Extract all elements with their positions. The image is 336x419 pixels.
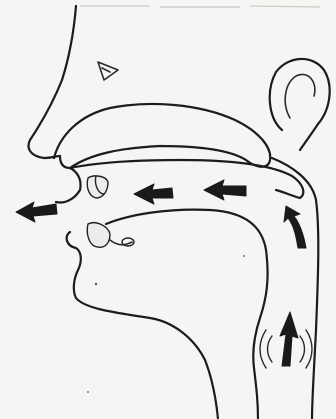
ear bbox=[270, 59, 330, 150]
left-arrow-icon bbox=[16, 202, 57, 222]
left-arrow-icon bbox=[134, 184, 173, 204]
up-arrow-icon bbox=[284, 206, 306, 248]
lower-teeth bbox=[87, 223, 134, 248]
scan-marks bbox=[80, 6, 320, 7]
speck bbox=[243, 255, 245, 257]
speck bbox=[87, 391, 89, 393]
trachea-front-wall bbox=[254, 368, 258, 419]
up-arrow-icon bbox=[280, 312, 298, 366]
upper-teeth bbox=[87, 176, 108, 198]
ear-inner bbox=[285, 74, 315, 118]
left-arrow-icon bbox=[204, 180, 246, 200]
tongue bbox=[106, 210, 268, 368]
speck bbox=[95, 283, 97, 285]
eye-lash bbox=[102, 68, 110, 72]
nasal-cavity-floor bbox=[54, 104, 270, 168]
